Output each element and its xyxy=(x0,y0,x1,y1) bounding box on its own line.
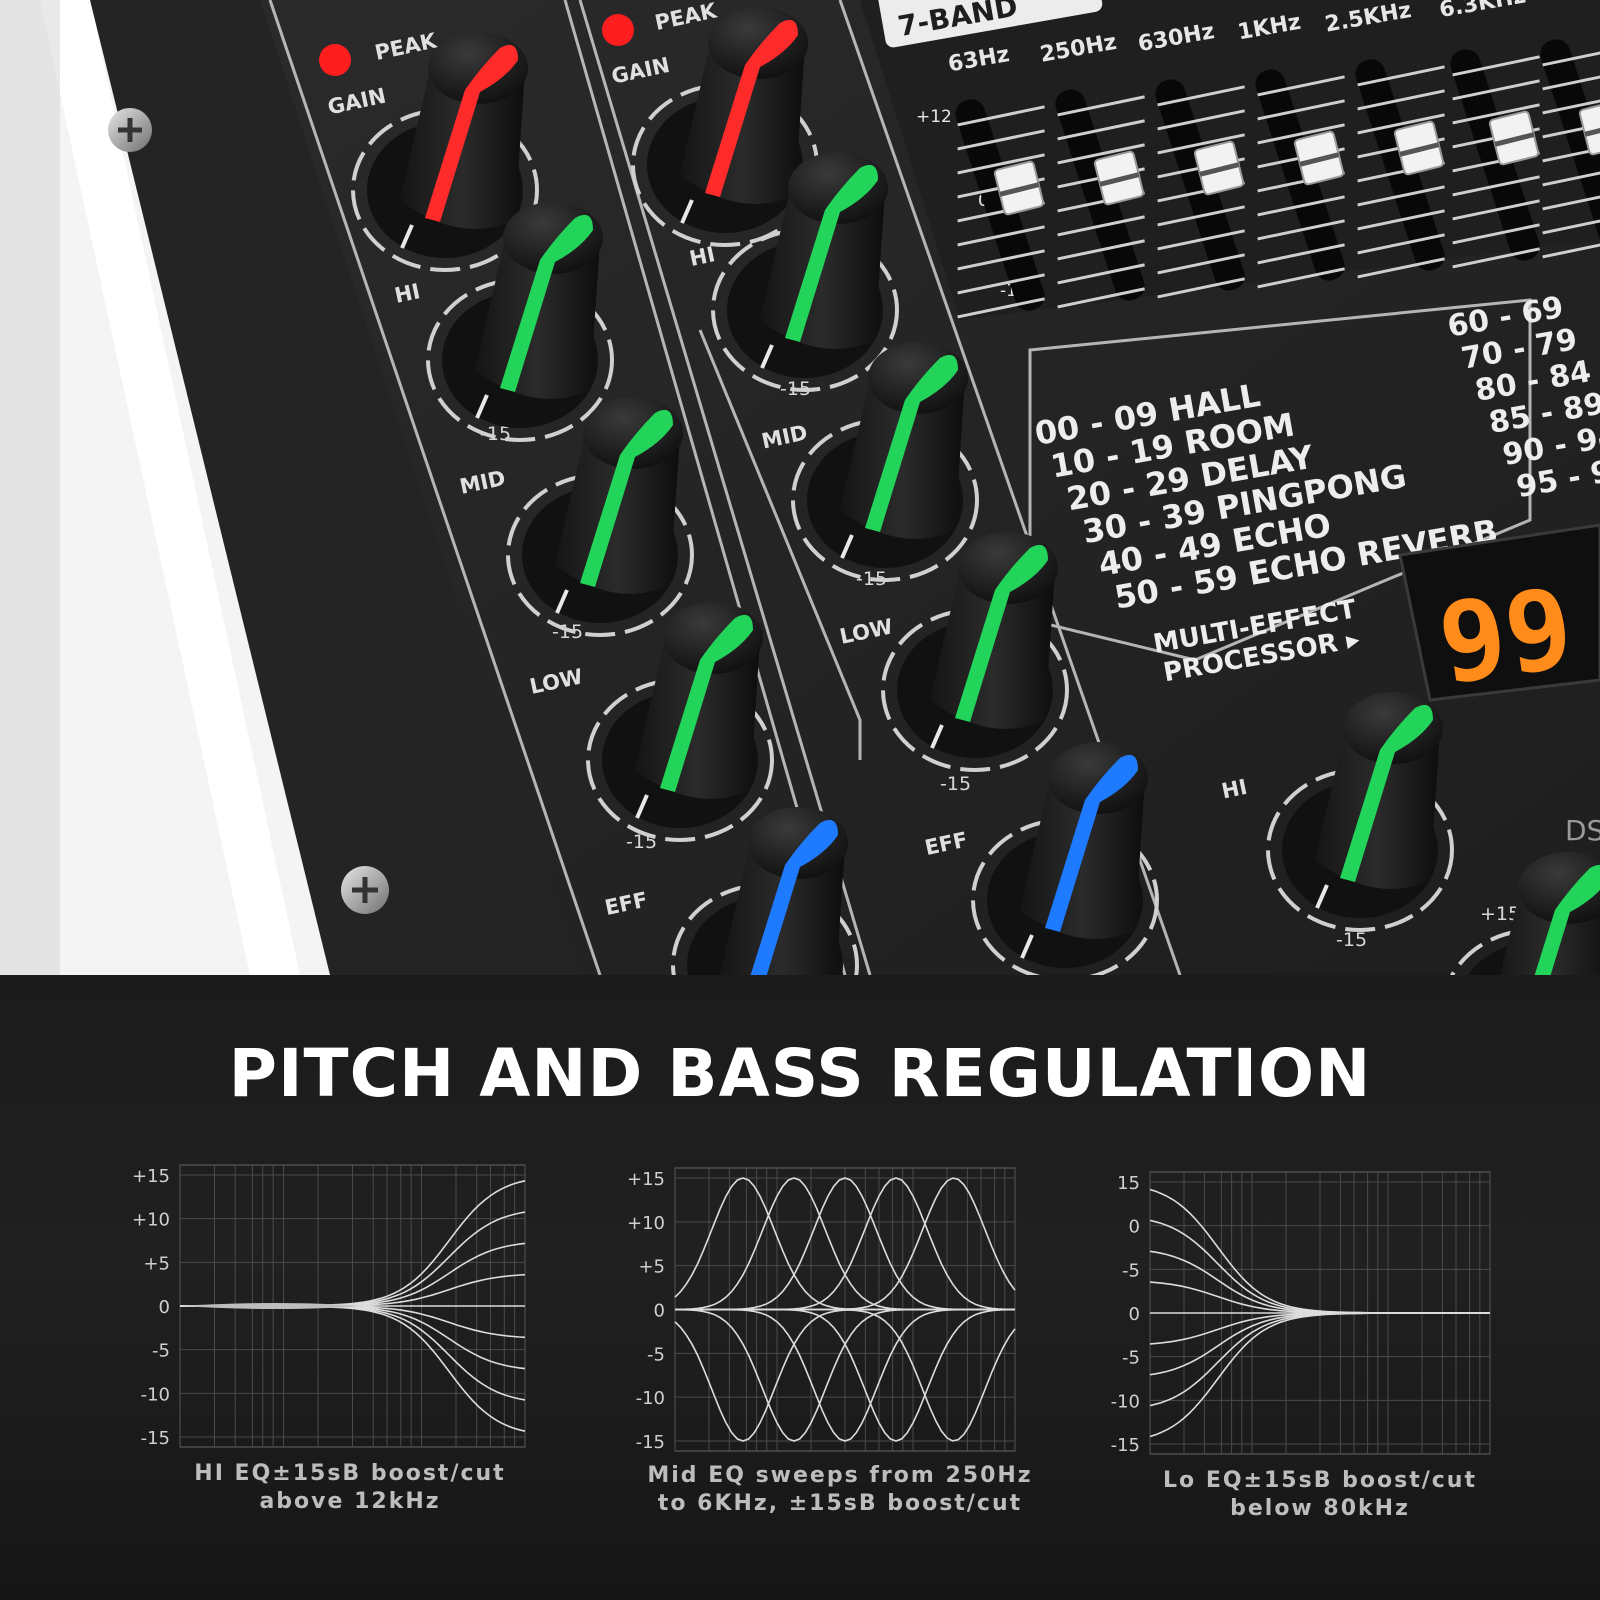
hi-eq-caption: HI EQ±15sB boost/cut above 12kHz xyxy=(160,1460,540,1516)
screw xyxy=(108,108,152,152)
eq-slider[interactable] xyxy=(1352,56,1449,279)
caption-line: to 6KHz, ±15sB boost/cut xyxy=(657,1491,1023,1516)
eq-slider[interactable] xyxy=(1152,76,1249,299)
effects-table: 00 - 09 HALL 10 - 19 ROOM 20 - 29 DELAY … xyxy=(1032,290,1600,688)
knob-label-hi: HI xyxy=(392,279,422,308)
eq-knob[interactable] xyxy=(426,202,614,442)
eq-slider[interactable] xyxy=(1447,46,1544,269)
knob-label-hi: HI xyxy=(1219,775,1249,804)
eq-knob[interactable] xyxy=(881,532,1069,772)
mixer-photo: 7-BAND 63Hz 250Hz 630Hz 1KHz 2.5KHz 6.3K… xyxy=(0,0,1600,975)
caption-line: above 12kHz xyxy=(259,1489,441,1514)
effect-knob[interactable] xyxy=(971,742,1159,975)
caption-line: below 80kHz xyxy=(1230,1496,1410,1521)
eq-knob[interactable] xyxy=(791,342,979,582)
eq-knob[interactable] xyxy=(506,397,694,637)
knob-scale-label: -15 xyxy=(940,773,971,795)
knob-scale-label: +15 xyxy=(1480,903,1520,925)
gain-knob[interactable] xyxy=(351,32,539,272)
lo-eq-caption: Lo EQ±15sB boost/cut below 80kHz xyxy=(1130,1467,1510,1523)
screw xyxy=(341,866,389,914)
knob-label-hi: HI xyxy=(687,242,717,271)
eq-knob[interactable] xyxy=(1266,692,1454,932)
caption-line: Mid EQ sweeps from 250Hz xyxy=(647,1463,1033,1488)
page-headline: PITCH AND BASS REGULATION xyxy=(228,1035,1372,1112)
eq-knob[interactable] xyxy=(711,152,899,392)
eq-slider[interactable] xyxy=(1052,86,1149,309)
knob-scale-label: -15 xyxy=(1336,929,1367,951)
mid-eq-caption: Mid EQ sweeps from 250Hz to 6KHz, ±15sB … xyxy=(630,1462,1050,1518)
eq-slider[interactable] xyxy=(952,96,1049,319)
eq-scale-label: +12 xyxy=(916,107,952,127)
peak-led xyxy=(602,14,634,46)
knob-scale-label: -15 xyxy=(480,423,511,445)
caption-line: HI EQ±15sB boost/cut xyxy=(194,1461,506,1486)
effect-knob[interactable] xyxy=(671,807,859,975)
eq-slider[interactable] xyxy=(1252,66,1349,289)
effect-display: 99 DSP xyxy=(1398,523,1600,847)
graphic-eq: 7-BAND 63Hz 250Hz 630Hz 1KHz 2.5KHz 6.3K… xyxy=(860,0,1600,320)
eq-sliders[interactable] xyxy=(952,36,1600,319)
dsp-label: DSP xyxy=(1565,814,1600,847)
peak-led xyxy=(319,44,351,76)
caption-line: Lo EQ±15sB boost/cut xyxy=(1163,1468,1477,1493)
eq-knob[interactable] xyxy=(1443,852,1600,975)
eq-slider[interactable] xyxy=(1537,36,1600,259)
eq-knob[interactable] xyxy=(586,602,774,842)
display-value: 99 xyxy=(1431,564,1580,709)
